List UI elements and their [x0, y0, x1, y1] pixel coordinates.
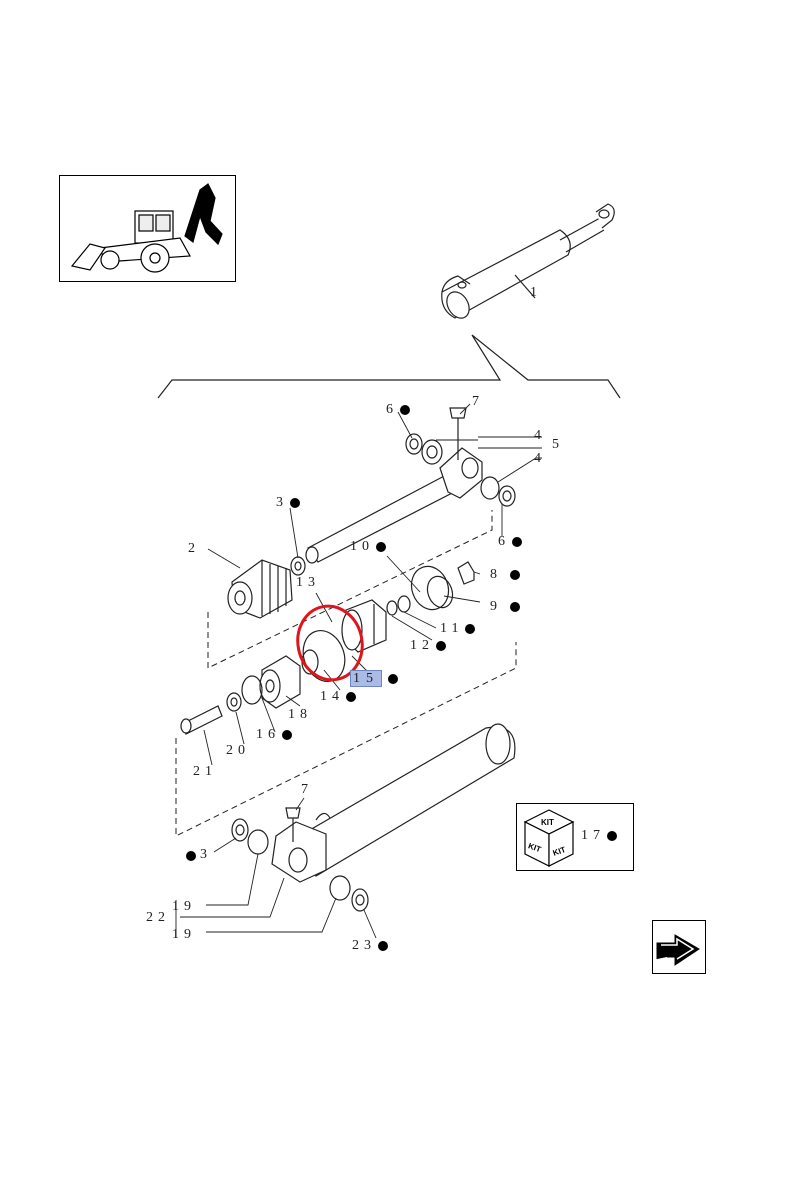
part-label-6-top[interactable]: 6 — [386, 402, 410, 418]
part-label-21[interactable]: 21 — [193, 764, 217, 779]
kit-part-dot — [186, 851, 196, 861]
part-label-11[interactable]: 11 — [440, 621, 476, 637]
kit-part-dot — [378, 940, 388, 951]
gland — [227, 559, 293, 619]
kit-legend: KIT KIT KIT 17 — [516, 803, 634, 871]
part-label-3-bottom[interactable]: 3 — [200, 847, 212, 862]
part-label-18[interactable]: 18 — [288, 707, 312, 722]
selection-highlight — [296, 604, 364, 682]
kit-part-dot — [282, 729, 292, 740]
part-label-19-top[interactable]: 19 — [172, 899, 196, 914]
part-label-8[interactable]: 8 — [490, 567, 520, 583]
kit-part-dot — [510, 601, 520, 612]
kit-text-left: KIT — [527, 841, 542, 854]
part-number: 6 — [386, 402, 398, 417]
part-label-23[interactable]: 23 — [352, 938, 388, 954]
assembled-cylinder — [441, 203, 615, 319]
part-number: 12 — [410, 638, 434, 653]
part-label-22[interactable]: 22 — [146, 910, 170, 925]
kit-part-dot — [607, 830, 617, 841]
part-label-16[interactable]: 16 — [256, 727, 292, 743]
part-number: 10 — [350, 539, 374, 554]
kit-cube-icon: KIT KIT KIT — [523, 809, 575, 867]
part-label-14[interactable]: 14 — [320, 689, 356, 705]
part-label-4-top[interactable]: 4 — [534, 428, 546, 443]
part-label-19-bottom[interactable]: 19 — [172, 927, 196, 942]
piston-rod — [305, 407, 483, 564]
part-label-9[interactable]: 9 — [490, 599, 520, 615]
part-label-13[interactable]: 13 — [296, 575, 320, 590]
part-label-7-top[interactable]: 7 — [472, 394, 484, 409]
kit-part-dot — [376, 541, 386, 552]
part-label-15-selected[interactable]: 15 — [350, 670, 398, 687]
part-number: 14 — [320, 689, 344, 704]
part-label-20[interactable]: 20 — [226, 743, 250, 758]
machine-thumbnail — [59, 175, 236, 282]
next-page-button[interactable] — [652, 920, 706, 974]
part-label-2[interactable]: 2 — [188, 541, 200, 556]
kit-part-dot — [388, 673, 398, 684]
part-number: 9 — [490, 599, 502, 614]
kit-part-dot — [512, 536, 522, 547]
kit-part-dot — [290, 497, 300, 508]
kit-text-top: KIT — [541, 818, 554, 827]
part-label-6-right[interactable]: 6 — [498, 534, 522, 550]
part-number: 3 — [276, 495, 288, 510]
part-label-7-bottom[interactable]: 7 — [301, 782, 313, 797]
cylinder-barrel — [271, 723, 516, 883]
part-label-5[interactable]: 5 — [552, 437, 564, 452]
selected-part-number: 15 — [350, 670, 382, 687]
part-number: 23 — [352, 938, 376, 953]
piston — [341, 599, 387, 653]
part-label-17[interactable]: 17 — [581, 828, 617, 844]
part-label-3-top[interactable]: 3 — [276, 495, 300, 511]
part-label-1[interactable]: 1 — [530, 285, 542, 300]
part-label-10[interactable]: 10 — [350, 539, 386, 555]
backhoe-loader-icon — [70, 183, 223, 273]
part-number: 8 — [490, 567, 502, 582]
part-label-12[interactable]: 12 — [410, 638, 446, 654]
callout-bracket — [157, 334, 621, 399]
part-label-4-bottom[interactable]: 4 — [534, 451, 546, 466]
part-number: 16 — [256, 727, 280, 742]
kit-part-dot — [436, 640, 446, 651]
kit-part-dot — [510, 569, 520, 580]
kit-text-right: KIT — [552, 845, 567, 858]
part-number: 17 — [581, 828, 605, 843]
kit-part-dot — [465, 623, 476, 634]
part-number: 11 — [440, 621, 464, 636]
kit-part-dot — [346, 691, 356, 702]
kit-part-dot — [400, 404, 410, 415]
part-number: 6 — [498, 534, 510, 549]
next-page-arrow-icon — [656, 934, 700, 966]
